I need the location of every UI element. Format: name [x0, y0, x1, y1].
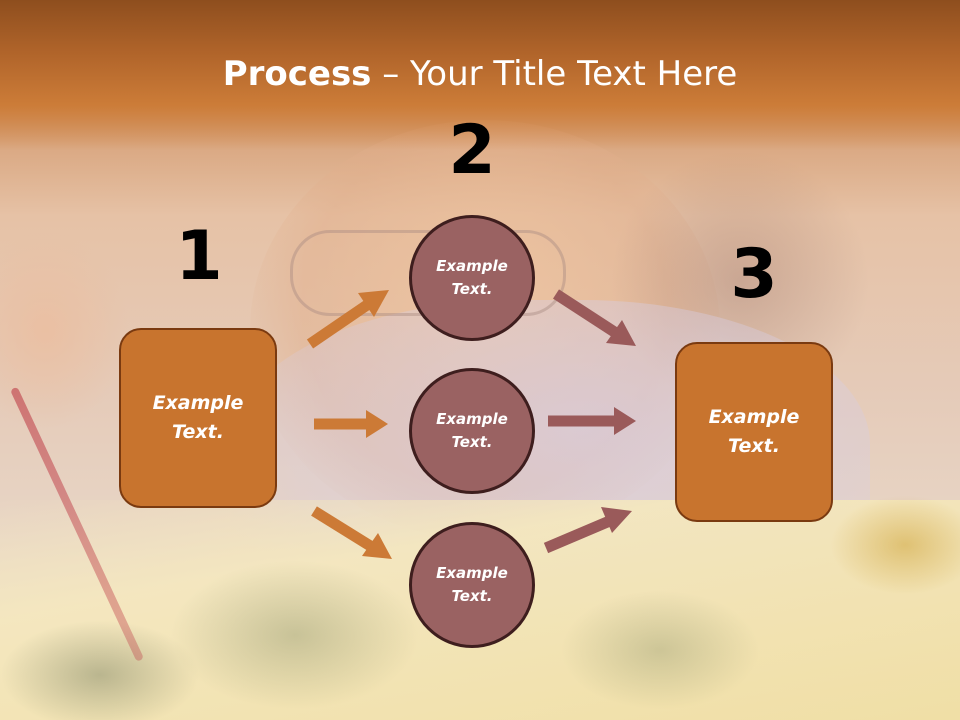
step-2-node-middle[interactable]: Example Text.: [409, 368, 535, 494]
step-1-box[interactable]: Example Text.: [119, 328, 277, 508]
step-3-label: Example Text.: [708, 406, 800, 457]
arrow-1-to-top: [306, 290, 389, 349]
slide-title-bold: Process: [222, 54, 372, 94]
slide-title[interactable]: Process – Your Title Text Here: [0, 52, 960, 96]
arrow-1-to-middle: [314, 410, 388, 438]
slide-title-rest: – Your Title Text Here: [371, 54, 738, 94]
step-2-node-top[interactable]: Example Text.: [409, 215, 535, 341]
step-2-node-bottom-label: Example Text.: [436, 564, 508, 605]
title-band: [0, 0, 960, 150]
step-number-1: 1: [175, 217, 223, 296]
arrow-middle-to-3: [548, 407, 636, 435]
step-2-node-top-label: Example Text.: [436, 257, 508, 298]
step-number-2: 2: [448, 111, 496, 190]
step-1-label: Example Text.: [152, 392, 244, 443]
step-3-box[interactable]: Example Text.: [675, 342, 833, 522]
step-2-node-bottom[interactable]: Example Text.: [409, 522, 535, 648]
step-2-node-middle-label: Example Text.: [436, 410, 508, 451]
arrow-bottom-to-3: [543, 507, 632, 554]
arrow-1-to-bottom: [311, 506, 392, 559]
arrow-top-to-3: [553, 289, 636, 346]
step-number-3: 3: [730, 235, 778, 314]
